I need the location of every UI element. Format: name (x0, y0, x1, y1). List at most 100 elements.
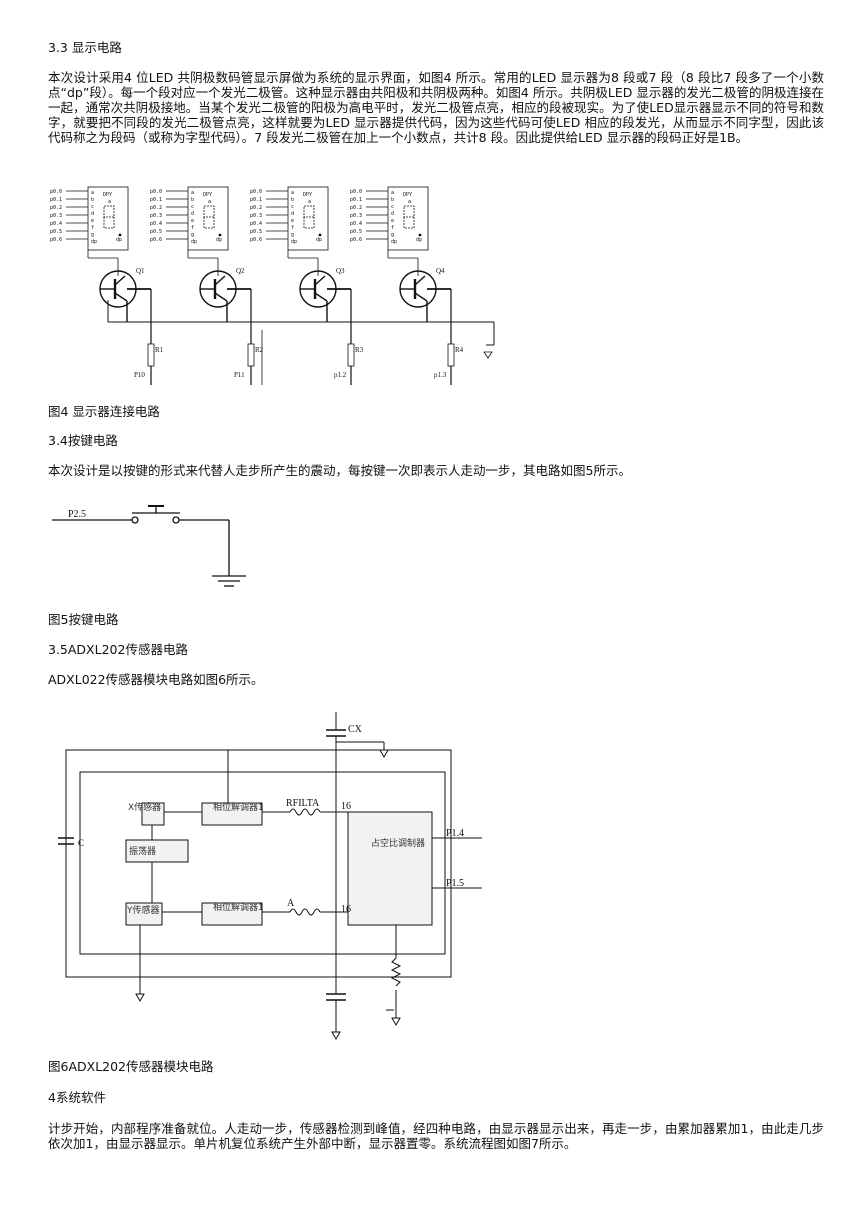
transistor-label: Q2 (236, 267, 245, 275)
resistor-label: R2 (255, 346, 264, 354)
resistor-symbol (147, 343, 155, 367)
segment-letter: f (191, 225, 194, 231)
segment-letter: dp (191, 239, 197, 245)
segment-label-a: a (108, 199, 111, 205)
port-label-p25: P2.5 (68, 509, 86, 520)
display-unit-3: p0.0p0.1p0.2p0.3p0.4p0.5p0.6abcdefgdpDPY… (250, 186, 364, 385)
segment-letter: e (291, 218, 294, 224)
segment-label-dp: dp (216, 237, 222, 243)
port-label: p1.2 (334, 371, 347, 379)
resistor-label: R1 (155, 346, 164, 354)
demodulator-bottom-label: 相位解调器1 (213, 901, 264, 913)
pin-label: p0.5 (350, 229, 362, 235)
segment-letter: b (191, 197, 194, 203)
display-label-dpy: DPY (303, 192, 312, 198)
figure-4-caption: 图4 显示器连接电路 (48, 404, 160, 419)
paragraph-system-software: 计步开始，内部程序准备就位。人走动一步，传感器检测到峰值，经四种电路，由显示器显… (48, 1121, 824, 1151)
seven-segment-display (87, 186, 129, 251)
segment-letter: d (191, 211, 194, 217)
pin-label: p0.5 (50, 229, 62, 235)
x-sensor-label: X传感器 (128, 801, 161, 813)
segment-label-a: a (408, 199, 411, 205)
pin-label: p0.2 (150, 205, 162, 211)
figure-6-sensor-circuit: CX C X传感器 振荡器 Y传感器 相位解调器1 相位解调器1 RFILTA … (58, 712, 482, 1041)
rfilt-label: RFILTA (286, 798, 320, 809)
segment-letter: a (91, 190, 94, 196)
output-label-p14: P1.4 (446, 828, 464, 839)
segment-letter: c (91, 204, 94, 210)
segment-letter: c (191, 204, 194, 210)
pin-label: p0.1 (50, 197, 62, 203)
segment-label-dp: dp (116, 237, 122, 243)
pin-label: p0.3 (50, 213, 62, 219)
pin-label: p0.0 (350, 189, 362, 195)
display-unit-1: p0.0p0.1p0.2p0.3p0.4p0.5p0.6abcdefgdpDPY… (50, 186, 164, 385)
switch-contact-left (131, 516, 139, 524)
pin-label: p0.6 (150, 237, 162, 243)
switch-contact-right (172, 516, 180, 524)
pin-16-bottom: 16 (341, 904, 351, 915)
output-label-p15: P1.5 (446, 878, 464, 889)
pin-label: p0.4 (250, 221, 262, 227)
pin-label: p0.1 (150, 197, 162, 203)
paragraph-sensor-circuit: ADXL022传感器模块电路如图6所示。 (48, 672, 264, 687)
display-label-dpy: DPY (203, 192, 212, 198)
resistor-label: R4 (455, 346, 464, 354)
segment-letter: b (391, 197, 394, 203)
segment-letter: dp (391, 239, 397, 245)
transistor-label: Q4 (436, 267, 445, 275)
port-label: p1.3 (434, 371, 447, 379)
section-heading-3-4: 3.4按键电路 (48, 433, 118, 448)
segment-letter: f (291, 225, 294, 231)
segment-letter: d (391, 211, 394, 217)
pin-label: p0.0 (250, 189, 262, 195)
pin-label: p0.1 (350, 197, 362, 203)
pin-label: p0.5 (150, 229, 162, 235)
pin-label: p0.4 (350, 221, 362, 227)
pin-16-top: 16 (341, 801, 351, 812)
pin-label: p0.0 (150, 189, 162, 195)
seven-segment-display (387, 186, 429, 251)
capacitor-label-c: C (78, 838, 84, 848)
a-label: A (287, 898, 295, 909)
transistor-label: Q1 (136, 267, 145, 275)
segment-letter: c (391, 204, 394, 210)
pin-label: p0.6 (250, 237, 262, 243)
pin-label: p0.3 (150, 213, 162, 219)
figure-6-caption: 图6ADXL202传感器模块电路 (48, 1059, 214, 1074)
resistor-symbol (447, 343, 455, 367)
segment-letter: e (91, 218, 94, 224)
segment-label-dp: dp (416, 237, 422, 243)
segment-letter: c (291, 204, 294, 210)
section-heading-3-5: 3.5ADXL202传感器电路 (48, 642, 188, 657)
segment-letter: a (191, 190, 194, 196)
pin-label: p0.6 (50, 237, 62, 243)
display-unit-2: p0.0p0.1p0.2p0.3p0.4p0.5p0.6abcdefgdpDPY… (150, 186, 264, 385)
segment-letter: dp (291, 239, 297, 245)
segment-label-a: a (208, 199, 211, 205)
demodulator-top-label: 相位解调器1 (213, 801, 264, 813)
segment-letter: d (291, 211, 294, 217)
display-unit-4: p0.0p0.1p0.2p0.3p0.4p0.5p0.6abcdefgdpDPY… (350, 186, 464, 385)
pin-label: p0.2 (350, 205, 362, 211)
pin-label: p0.2 (250, 205, 262, 211)
segment-letter: g (291, 232, 294, 238)
pin-label: p0.0 (50, 189, 62, 195)
segment-letter: b (291, 197, 294, 203)
segment-letter: e (191, 218, 194, 224)
segment-label-dp: dp (316, 237, 322, 243)
figure-5-key-circuit: P2.5 (52, 505, 246, 587)
port-label: P10 (134, 371, 145, 379)
figure-4-display-circuit: p0.0p0.1p0.2p0.3p0.4p0.5p0.6abcdefgdpDPY… (50, 186, 495, 385)
pin-label: p0.2 (50, 205, 62, 211)
transistor-label: Q3 (336, 267, 345, 275)
resistor-symbol (347, 343, 355, 367)
segment-letter: a (291, 190, 294, 196)
pin-label: p0.4 (50, 221, 62, 227)
resistor-label: R3 (355, 346, 364, 354)
segment-letter: g (91, 232, 94, 238)
pin-label: p0.3 (250, 213, 262, 219)
segment-letter: f (91, 225, 94, 231)
pin-label: p0.1 (250, 197, 262, 203)
segment-letter: dp (91, 239, 97, 245)
